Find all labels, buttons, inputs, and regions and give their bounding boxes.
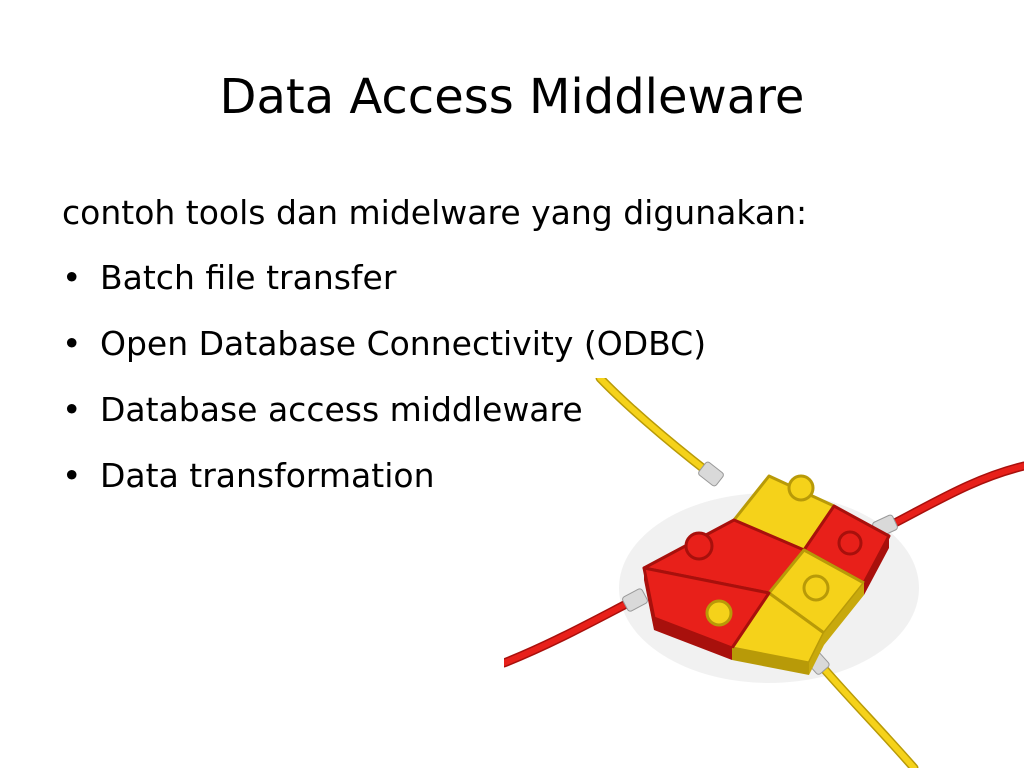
cable-top-left	[597, 378, 712, 476]
connector-top	[698, 461, 724, 487]
bullet-icon: •	[62, 258, 82, 297]
puzzle-knob	[684, 531, 714, 561]
cable-right	[886, 463, 1024, 529]
connector-left	[622, 588, 648, 612]
bullet-label: Open Database Connectivity (ODBC)	[100, 324, 707, 363]
puzzle-side	[644, 568, 654, 630]
bullet-item: • Open Database Connectivity (ODBC)	[62, 319, 962, 369]
slide-body: contoh tools dan midelware yang digunaka…	[62, 188, 962, 517]
bullet-icon: •	[62, 390, 82, 429]
puzzle-side	[809, 583, 864, 675]
puzzle-knob	[837, 530, 863, 556]
puzzle-network-icon	[504, 378, 1024, 768]
bullet-item: • Batch file transfer	[62, 253, 962, 303]
intro-text: contoh tools dan midelware yang digunaka…	[62, 193, 808, 232]
puzzle-knob	[787, 474, 815, 502]
cables	[504, 378, 1024, 768]
bullet-icon: •	[62, 456, 82, 495]
puzzle-knob	[705, 599, 733, 627]
bullet-label: Data transformation	[100, 456, 435, 495]
puzzle-side	[864, 536, 889, 595]
bullet-label: Database access middleware	[100, 390, 583, 429]
bullet-label: Batch file transfer	[100, 258, 397, 297]
puzzle-knob	[802, 574, 830, 602]
puzzle-side	[732, 648, 809, 675]
cable-left	[504, 597, 637, 666]
slide-title: Data Access Middleware	[219, 69, 805, 125]
cable-bottom	[816, 660, 917, 768]
bullet-item: • Database access middleware	[62, 385, 962, 435]
bullet-item: • Data transformation	[62, 451, 962, 501]
puzzle-side	[654, 618, 732, 660]
puzzle-pieces	[642, 474, 891, 675]
bullet-icon: •	[62, 324, 82, 363]
bullet-list: • Batch file transfer • Open Database Co…	[62, 253, 962, 501]
